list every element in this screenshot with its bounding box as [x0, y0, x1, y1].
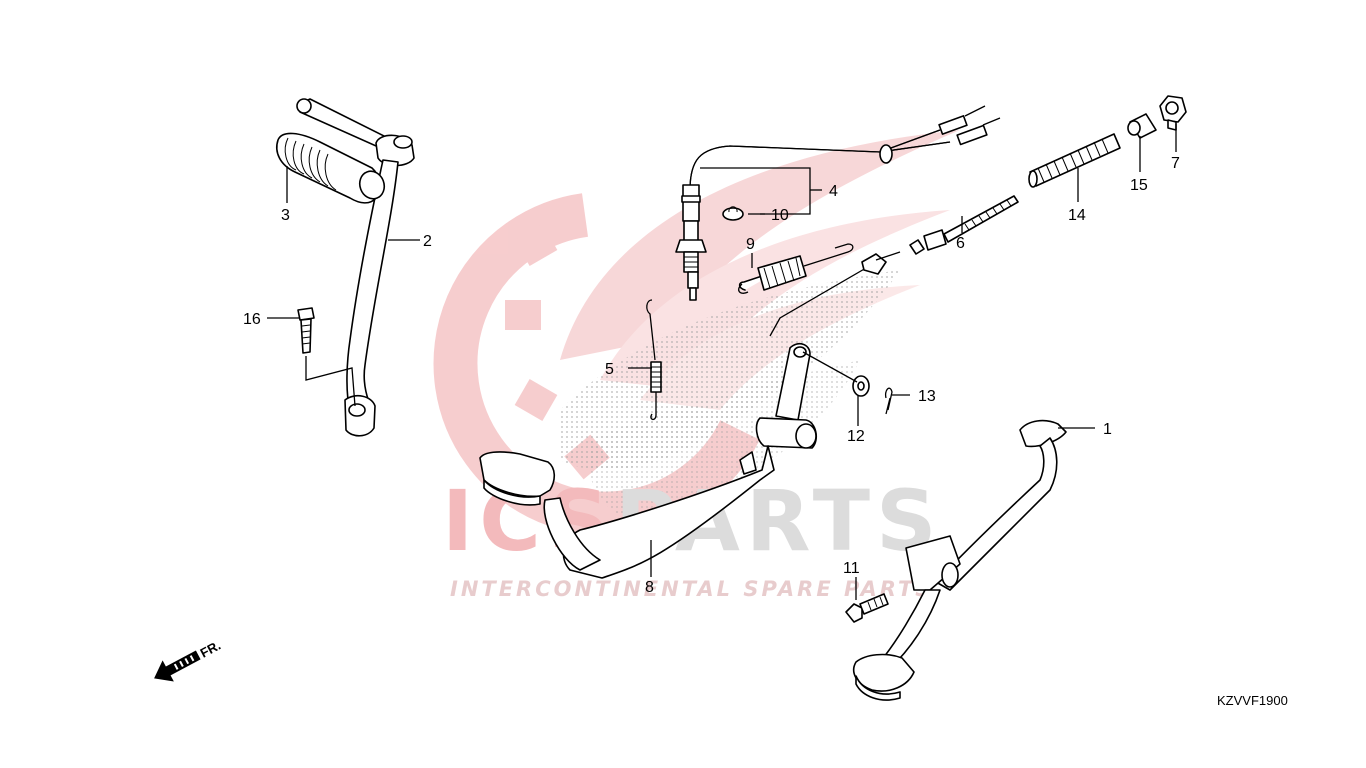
callout-14: 14	[1068, 207, 1086, 224]
callout-1: 1	[1103, 421, 1112, 438]
part-kick-rubber	[276, 132, 386, 204]
callout-5: 5	[605, 361, 614, 378]
part-nut-7	[1159, 95, 1187, 131]
callout-3: 3	[281, 207, 290, 224]
callout-11: 11	[843, 560, 860, 577]
front-arrow-label: FR.	[198, 638, 224, 661]
callout-8: 8	[645, 579, 654, 596]
callout-2: 2	[423, 233, 432, 250]
part-cotter-pin-13	[884, 387, 893, 415]
front-arrow: FR.	[154, 638, 224, 682]
part-washer-12	[852, 375, 870, 397]
watermark-logo: ICSPARTS INTERCONTINENTAL SPARE PARTS	[433, 130, 960, 601]
callout-13: 13	[918, 388, 936, 405]
watermark-tagline: INTERCONTINENTAL SPARE PARTS	[450, 577, 933, 601]
callout-16: 16	[243, 311, 261, 328]
part-spring-9	[738, 243, 854, 294]
leader-12	[802, 351, 858, 383]
part-spring-14	[1028, 133, 1121, 188]
part-brake-pedal-8	[479, 251, 901, 579]
callout-12: 12	[847, 428, 865, 445]
part-bolt-11	[845, 593, 889, 623]
part-clip-10	[722, 206, 744, 221]
leader-lines	[267, 124, 1177, 577]
leader-16-to-arm	[305, 356, 356, 407]
part-bolt-16	[297, 307, 315, 354]
part-kick-starter-arm	[296, 98, 415, 437]
front-arrow-icon	[154, 650, 201, 682]
callout-9: 9	[746, 236, 755, 253]
callout-labels: 1 2 3 4 5 6 7 8 9 10 11 12 13 14 15 16	[243, 155, 1180, 596]
callout-4: 4	[829, 183, 838, 200]
leader-4	[700, 167, 811, 215]
part-stop-switch	[675, 105, 1001, 301]
callout-6: 6	[956, 235, 965, 252]
callout-7: 7	[1171, 155, 1180, 172]
part-spring-5	[646, 299, 662, 421]
part-joint-15	[1127, 113, 1157, 139]
callout-10: 10	[771, 207, 789, 224]
callout-15: 15	[1130, 177, 1148, 194]
part-main-stand-1	[852, 419, 1067, 701]
diagram-code: KZVVF1900	[1217, 693, 1288, 708]
